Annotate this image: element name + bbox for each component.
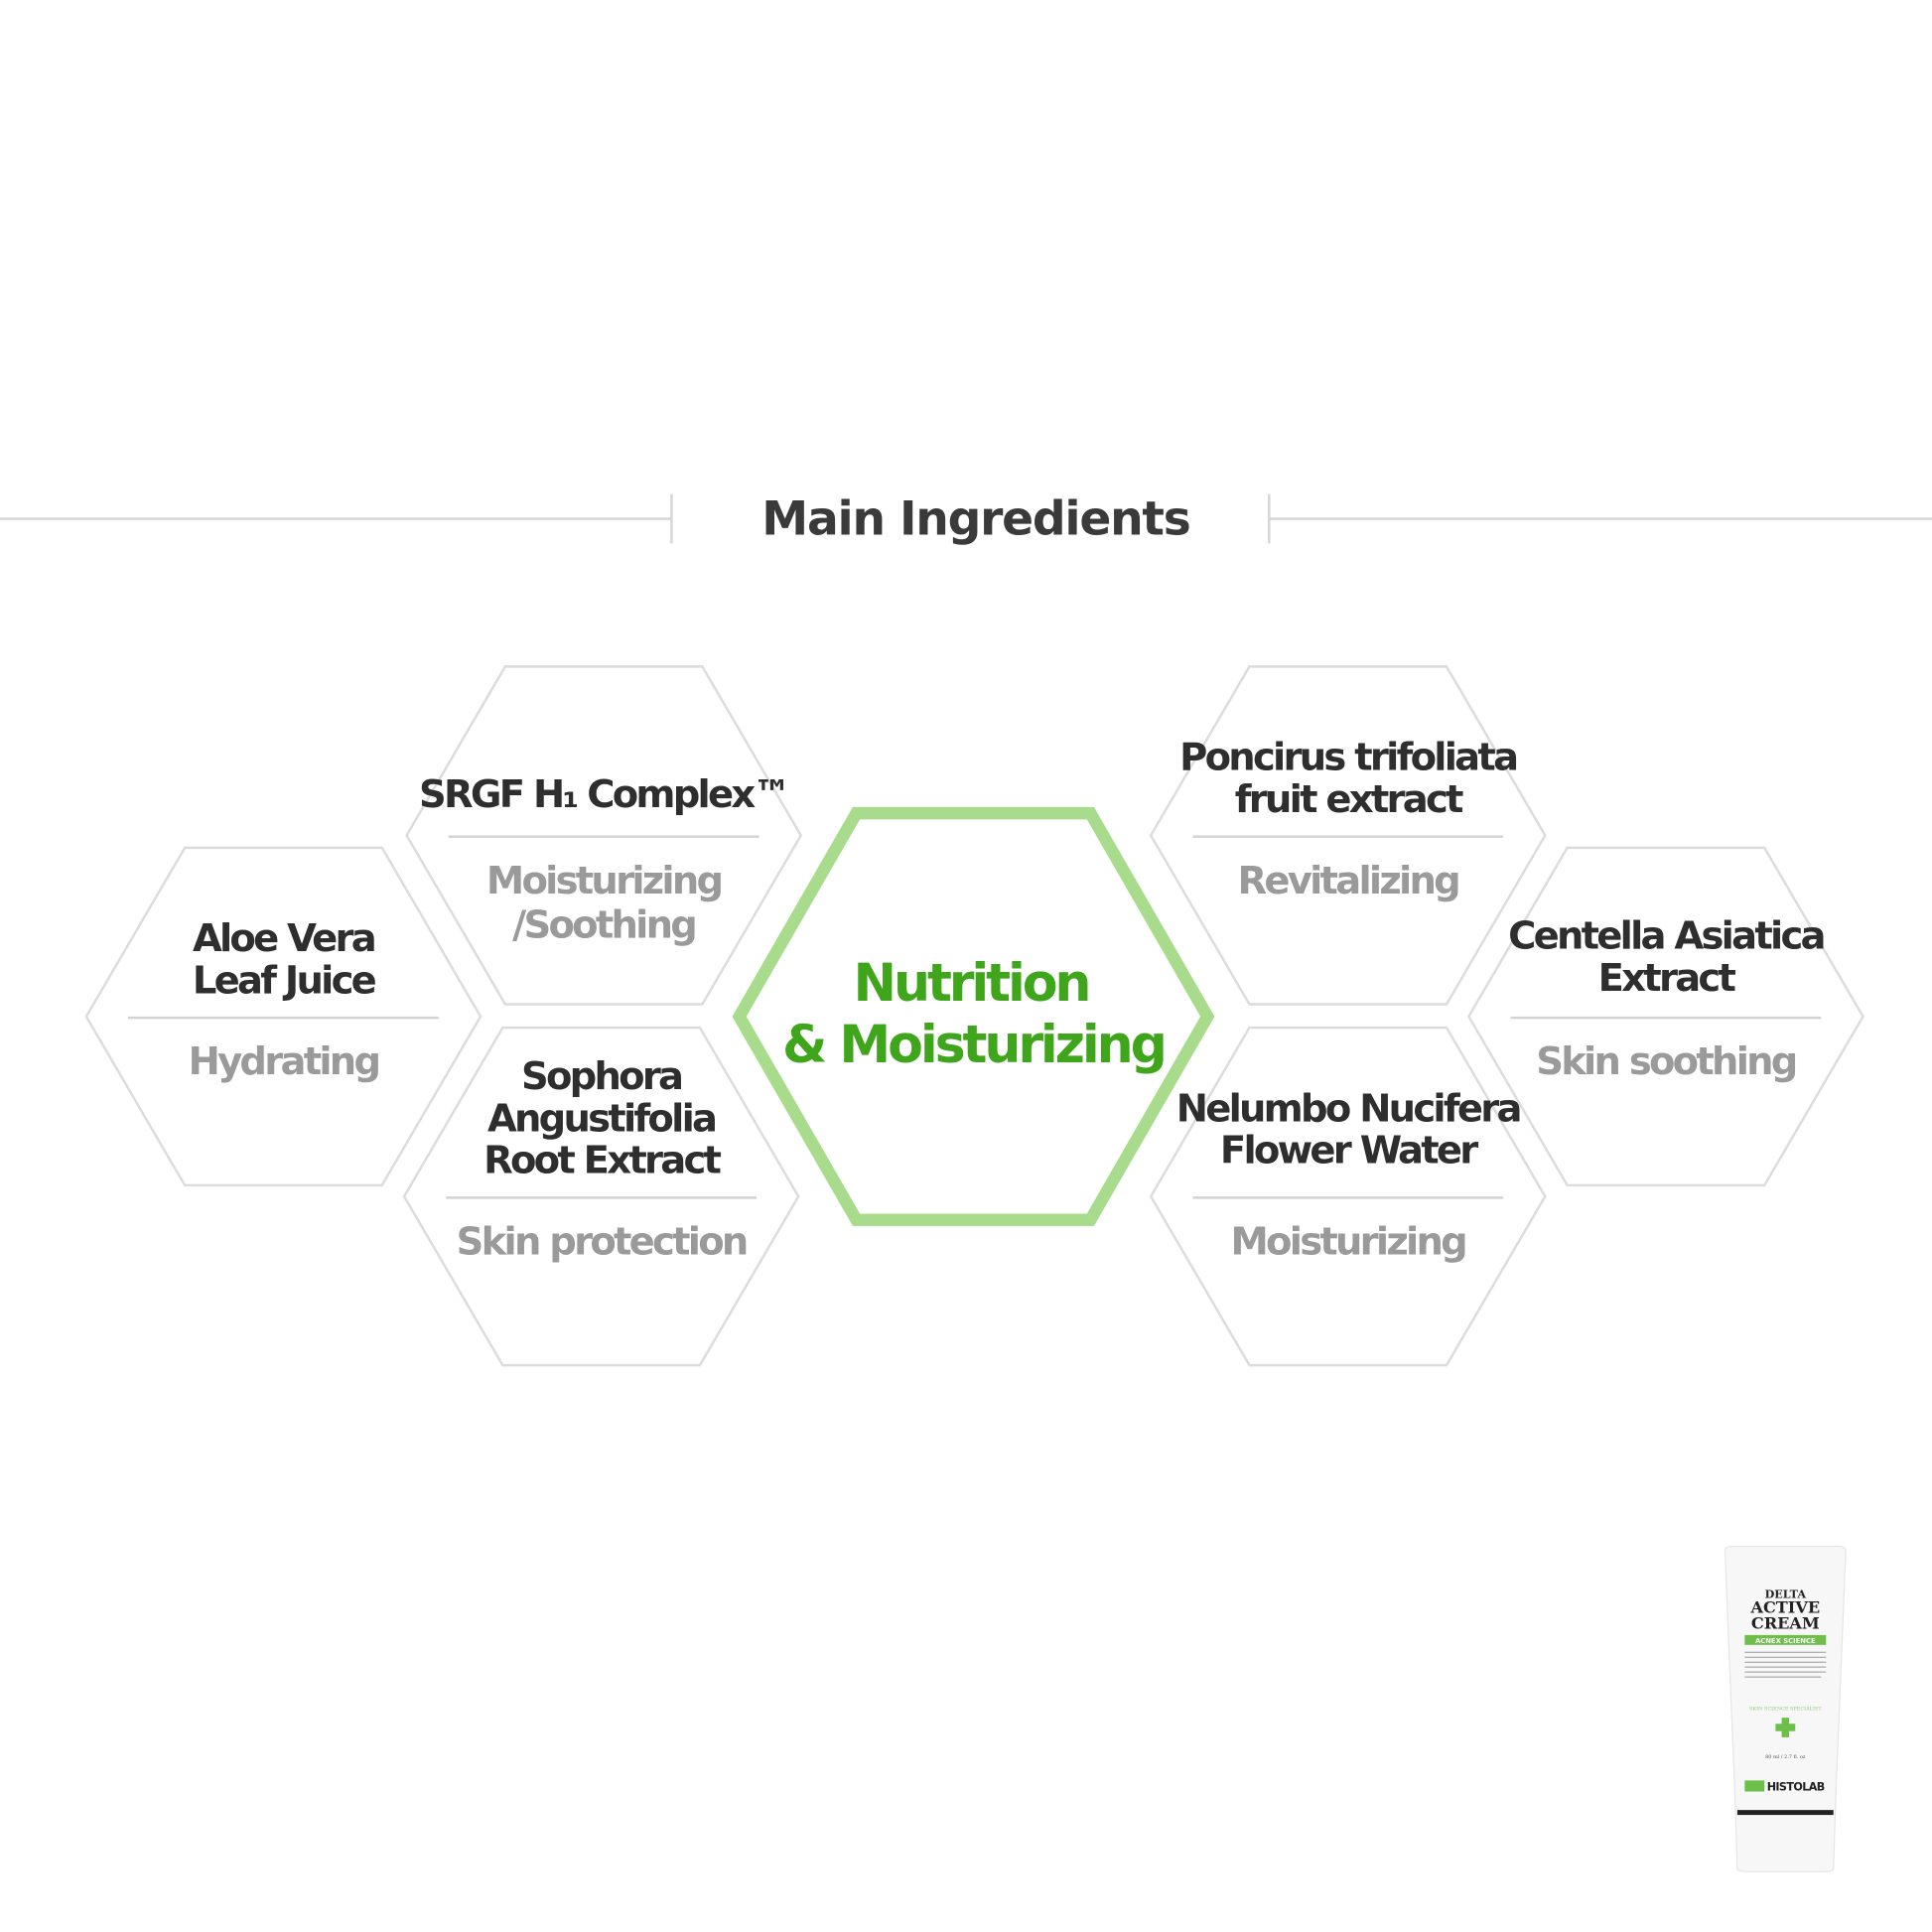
ingredient-effect: Revitalizing [1238,859,1459,903]
center-hexagon: Nutrition & Moisturizing [732,806,1215,1226]
ingredient-name: Leaf Juice [193,958,376,1003]
ingredient-name: Poncirus trifoliata [1179,736,1516,780]
ingredient-name: Sophora [521,1054,681,1099]
histolab-logo-mark [1744,1780,1765,1792]
header-divider-right [1268,493,1932,544]
center-title-line2: & Moisturizing [782,1016,1165,1075]
ingredient-effect: Moisturizing [486,859,722,903]
ingredient-name: Root Extract [483,1139,721,1183]
tube-cap-line [1736,1810,1834,1816]
ingredient-name: Centella Asiatica [1508,914,1824,959]
product-line3: CREAM [1751,1614,1820,1633]
header-divider-left [0,493,673,544]
ingredient-name: Nelumbo Nucifera [1176,1086,1520,1131]
product-volume: 80 ml / 2.7 fl. oz [1765,1754,1806,1760]
product-band [1744,1634,1827,1645]
product-line2: ACTIVE [1749,1598,1820,1617]
ingredient-effect: Moisturizing [1230,1219,1465,1264]
ingredient-effect: /Soothing [512,902,695,947]
ingredient-name: Aloe Vera [193,916,374,961]
ingredient-name: fruit extract [1235,777,1463,822]
product-line1: DELTA [1765,1588,1807,1601]
ingredient-effect: Skin protection [457,1219,747,1264]
product-tube-image: DELTA ACTIVE CREAM ACNEX SCIENCE SKIN SC… [1724,1545,1847,1872]
ingredient-effect: Skin soothing [1536,1039,1796,1084]
ingredient-name: Angustifolia [487,1096,715,1141]
center-title-line1: Nutrition [853,954,1088,1014]
ingredient-name: Extract [1598,956,1736,1001]
ingredient-hexagon: SRGF H₁ Complex™ Moisturizing/Soothing [405,665,803,1006]
ingredient-name: SRGF H₁ Complex™ [419,772,788,817]
page-title: Main Ingredients [761,492,1189,547]
ingredient-effect: Hydrating [189,1039,379,1084]
product-band-text: ACNEX SCIENCE [1755,1637,1816,1645]
product-brand: HISTOLAB [1767,1780,1825,1793]
product-seal-text: SKIN SCIENCE SPECIALIST [1749,1707,1822,1713]
ingredient-name: Flower Water [1220,1129,1478,1173]
cross-icon [1775,1718,1796,1737]
product-description-lines [1744,1651,1827,1678]
